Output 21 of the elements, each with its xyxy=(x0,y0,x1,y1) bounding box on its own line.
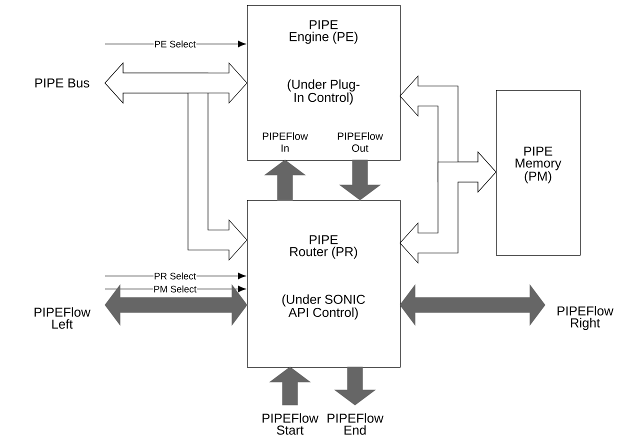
block-arrow xyxy=(104,284,248,326)
block-arrow xyxy=(269,366,311,406)
router-box: PIPE Router (PR) (Under SONIC API Control) xyxy=(247,200,401,368)
bus-label: PIPE Bus xyxy=(35,78,90,88)
flow-label: PIPEFlow Right xyxy=(558,306,614,330)
port-label: PIPEFlow Out xyxy=(338,132,383,152)
edge-label: PR Select xyxy=(153,272,197,280)
block-arrow xyxy=(400,284,546,326)
engine-box: PIPE Engine (PE) (Under Plug-In Control) PIPEFlow In PIPEFlow Out xyxy=(247,5,401,161)
block-arrow xyxy=(339,160,381,200)
flow-label: PIPEFlow Left xyxy=(34,307,90,329)
hollow-arrow xyxy=(400,151,496,264)
block-arrow xyxy=(334,366,376,406)
port-label: PIPEFlow In xyxy=(262,132,308,152)
memory-box: PIPE Memory (PM) xyxy=(496,90,581,256)
block-arrow xyxy=(264,160,306,200)
edge-label: PM Select xyxy=(152,285,198,293)
flow-label: PIPEFlow Start xyxy=(262,413,318,435)
hollow-arrow xyxy=(104,62,248,104)
flow-label: PIPEFlow End xyxy=(328,413,384,435)
edge-label: PE Select xyxy=(154,40,196,48)
